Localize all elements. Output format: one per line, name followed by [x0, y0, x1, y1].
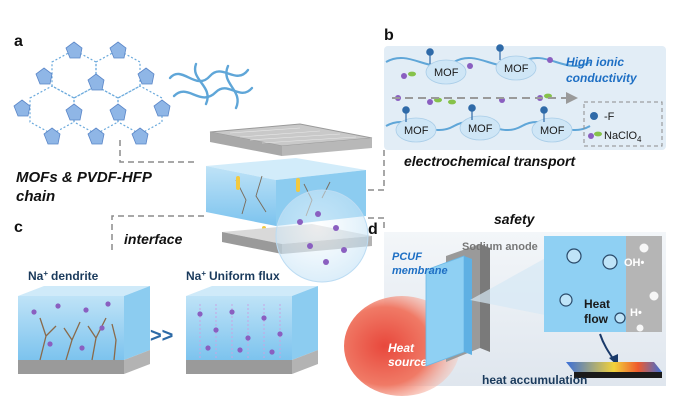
panel-b-letter: b — [384, 27, 394, 44]
zoom-cone — [470, 250, 560, 318]
membrane-line2: membrane — [392, 265, 448, 277]
legend-naclo4-sub: 4 — [637, 135, 642, 144]
heat-accumulation-label: heat accumulation — [482, 373, 587, 387]
mof-label-5: MOF — [540, 125, 565, 137]
panel-a-label-line2: chain — [16, 188, 55, 205]
magnifier-bubble — [275, 189, 369, 283]
panel-c: c interface Na+dendrite Na+Uniform flux — [14, 215, 318, 374]
center-membrane-stack — [206, 123, 373, 283]
uniform-label: Uniform flux — [209, 269, 280, 283]
conductivity-line2: conductivity — [566, 71, 638, 85]
compare-symbol: >> — [150, 325, 173, 347]
legend-f-label: -F — [604, 111, 615, 123]
zoom-radicals — [559, 248, 626, 324]
interface-label: interface — [124, 231, 183, 247]
mof-crystals — [13, 41, 171, 145]
panel-c-connector — [111, 215, 204, 250]
conductivity-line1: High ionic — [566, 55, 624, 69]
electrolyte-front — [206, 166, 276, 226]
panel-a: a MOFs — [13, 33, 254, 205]
dendrite-label: dendrite — [51, 269, 99, 283]
legend-naclo4-icon — [594, 131, 602, 137]
svg-text:NaClO4: NaClO4 — [604, 130, 642, 144]
fluorine-pins — [402, 44, 548, 122]
dendrite-ion: Na — [28, 269, 44, 283]
uniform-cube — [186, 286, 318, 374]
heat-flow-line2: flow — [584, 312, 609, 326]
heat-source-line1: Heat — [388, 341, 415, 355]
panel-d-letter: d — [368, 221, 378, 238]
safety-label: safety — [494, 211, 536, 227]
panel-d-connector — [368, 217, 385, 232]
legend-f-icon — [590, 112, 598, 120]
mof-bubbles — [395, 55, 573, 143]
dendrite-ion-charge: + — [43, 269, 48, 278]
heat-flow-line1: Heat — [584, 297, 610, 311]
uniform-ion: Na — [186, 269, 202, 283]
panel-a-label-line1: MOFs & PVDF-HFP — [16, 169, 153, 186]
heat-accumulation-plate — [566, 362, 662, 372]
panel-b-connector — [368, 150, 385, 191]
zoom-box-membrane — [544, 236, 626, 332]
uniform-ion-charge: + — [201, 269, 206, 278]
panel-a-letter: a — [14, 33, 23, 50]
dendrite-cube — [18, 286, 150, 374]
panel-d: safety d Heat source PCUF membrane Sodiu… — [344, 211, 666, 396]
electrolyte-top — [206, 158, 366, 180]
anode-label: Sodium anode — [462, 241, 538, 253]
panel-c-letter: c — [14, 219, 23, 236]
polymer-chain-top — [385, 56, 591, 68]
heat-source-line2: source — [388, 355, 428, 369]
panel-b-legend — [583, 101, 663, 147]
mof-label-4: MOF — [468, 123, 493, 135]
panel-b: b MOF MOF MOF MOF MOF — [368, 27, 666, 191]
panel-a-connector — [119, 140, 196, 163]
membrane-line1: PCUF — [392, 251, 422, 263]
polymer-chains — [168, 62, 254, 110]
mof-label-3: MOF — [404, 125, 429, 137]
naclo4-pairs — [395, 57, 553, 105]
svg-text:Na+Uniform flux: Na+Uniform flux — [186, 269, 280, 283]
oh-radical-label: OH• — [624, 257, 645, 269]
panel-b-caption: electrochemical transport — [404, 153, 577, 169]
legend-naclo4-label: NaClO — [604, 130, 637, 142]
svg-text:Na+dendrite: Na+dendrite — [28, 269, 99, 283]
mof-label-1: MOF — [434, 67, 459, 79]
mof-lattice — [29, 49, 163, 135]
h-radical-label: H• — [630, 307, 642, 319]
mof-label-2: MOF — [504, 63, 529, 75]
bubble-ions — [297, 211, 347, 265]
